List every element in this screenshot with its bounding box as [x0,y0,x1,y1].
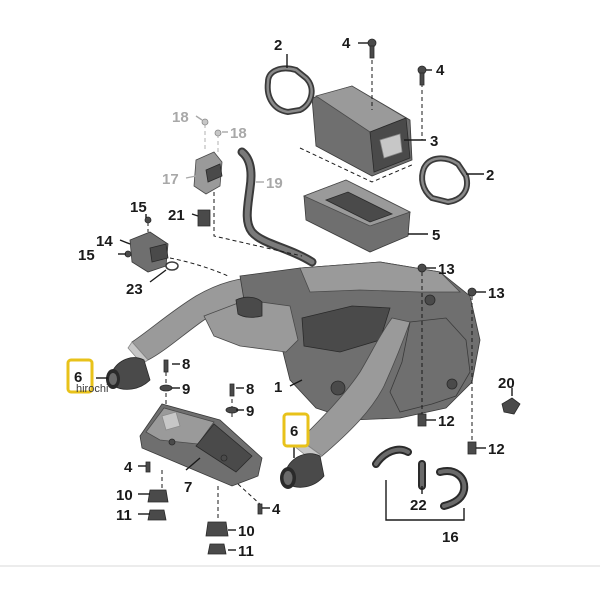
label-1: 1 [274,379,282,396]
label-2-top: 2 [274,37,282,54]
label-12-a: 12 [438,413,455,430]
intake-rubber-part-6-right [280,453,325,489]
label-6-left: 6 [74,369,82,386]
label-3: 3 [430,133,438,150]
label-23: 23 [126,281,143,298]
screw-part-18b [214,129,222,137]
highlight-box-6-left [66,358,94,394]
part-labels: 2 4 4 3 2 5 13 13 20 12 12 1 8 9 8 9 7 4… [74,35,515,560]
label-20: 20 [498,375,515,392]
label-21: 21 [168,207,185,224]
label-15-b: 15 [78,247,95,264]
label-4-lower-b: 4 [272,501,281,518]
ghost-parts [193,118,317,267]
label-10-a: 10 [116,487,133,504]
label-6-right: 6 [290,423,298,440]
air-filter-part-5 [302,179,412,253]
label-12-b: 12 [488,441,505,458]
screw-part-13a [417,263,427,273]
bushing-part-21 [197,209,211,227]
highlight-box-6-right [282,412,310,448]
screw-part-18a [201,118,209,126]
rubber-mounts [147,489,229,555]
intake-rubber-part-6-left [106,357,151,390]
valve-part-14 [124,216,229,277]
label-13-b: 13 [488,285,505,302]
label-10-b: 10 [238,523,255,540]
screw-part-8b [229,383,235,397]
label-2-right: 2 [486,167,494,184]
washer-part-9a [159,384,173,392]
label-13-a: 13 [438,261,455,278]
screw-part-4-lower-left [145,461,151,473]
screw-part-13b [467,287,477,297]
mount-part-11b [207,543,227,555]
label-4-top-a: 4 [342,35,351,52]
mount-part-11a [147,509,167,521]
label-19: 19 [266,175,283,192]
label-8-a: 8 [182,356,190,373]
label-7: 7 [184,479,192,496]
label-11-b: 11 [238,543,254,560]
plug-part-12a [417,413,427,427]
plug-part-12b [467,441,477,455]
label-16: 16 [442,529,459,546]
mount-part-10b [205,521,229,537]
label-22: 22 [410,497,427,514]
label-18-b: 18 [230,125,247,142]
label-9-b: 9 [246,403,254,420]
label-8-b: 8 [246,381,254,398]
under-tray-part-7 [139,403,263,520]
label-14: 14 [96,233,113,250]
label-4-top-b: 4 [436,62,445,79]
filter-cover-part-3 [299,85,415,183]
label-5: 5 [432,227,440,244]
ring-part-23 [165,261,179,271]
screw-part-15a [144,216,152,224]
label-9-a: 9 [182,381,190,398]
right-fasteners [417,263,521,455]
label-17: 17 [162,171,179,188]
watermark: hirochi [76,383,108,395]
screw-part-8a [163,359,169,373]
mount-part-10a [147,489,169,503]
label-18-a: 18 [172,109,189,126]
hoses-part-16 [372,445,469,521]
clip-part-20 [501,397,521,415]
screw-part-4-lower-right [257,503,263,515]
label-15-a: 15 [130,199,147,216]
label-4-lower-a: 4 [124,459,133,476]
label-11-a: 11 [116,507,132,524]
